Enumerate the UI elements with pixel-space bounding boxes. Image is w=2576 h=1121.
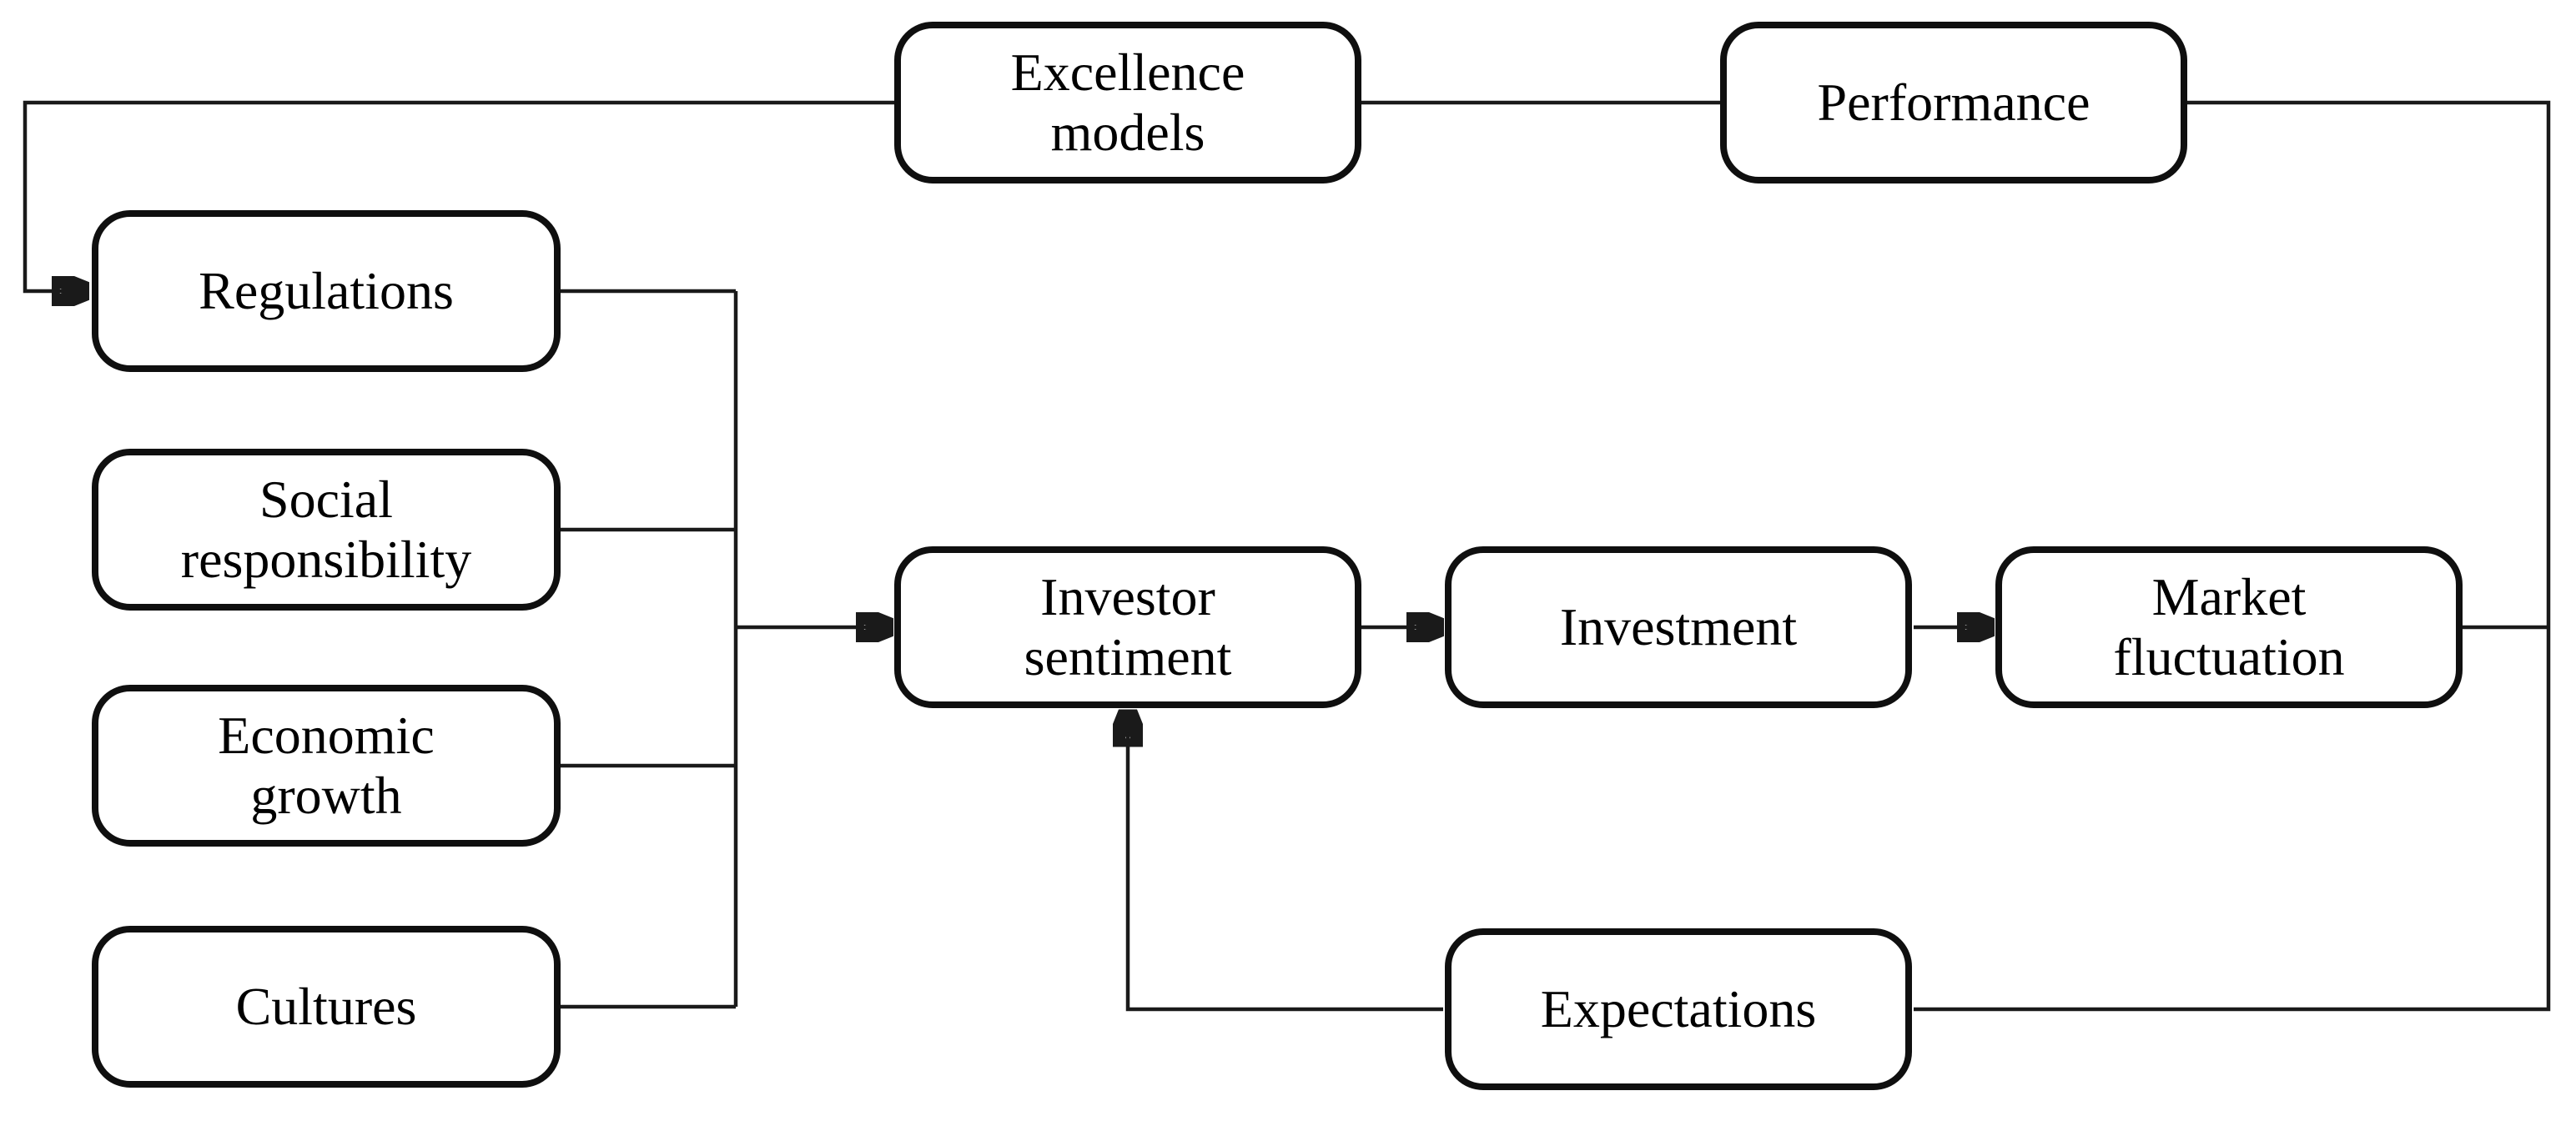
node-label: Cultures	[235, 977, 417, 1037]
node-social-responsibility: Social responsibility	[92, 449, 561, 611]
node-label: Market fluctuation	[2113, 567, 2345, 686]
node-label: Investment	[1559, 597, 1798, 657]
edge-excellence-models-to-regulations	[23, 100, 896, 291]
edge-expectations-to-investor-sentiment	[1128, 715, 1443, 1012]
node-label: Excellence models	[1010, 43, 1245, 162]
node-label: Expectations	[1540, 979, 1817, 1039]
node-label: Economic growth	[218, 706, 435, 825]
node-market-fluctuation: Market fluctuation	[1995, 546, 2463, 708]
node-label: Performance	[1817, 73, 2090, 133]
edge-performance-right-rail-to-expectations	[1914, 100, 2551, 1012]
node-label: Regulations	[199, 261, 454, 321]
node-expectations: Expectations	[1445, 928, 1912, 1090]
node-excellence-models: Excellence models	[894, 22, 1361, 183]
node-investor-sentiment: Investor sentiment	[894, 546, 1361, 708]
node-label: Investor sentiment	[1024, 567, 1232, 686]
node-investment: Investment	[1445, 546, 1912, 708]
node-regulations: Regulations	[92, 210, 561, 372]
node-label: Social responsibility	[180, 470, 472, 589]
node-economic-growth: Economic growth	[92, 685, 561, 847]
node-cultures: Cultures	[92, 926, 561, 1088]
node-performance: Performance	[1720, 22, 2187, 183]
